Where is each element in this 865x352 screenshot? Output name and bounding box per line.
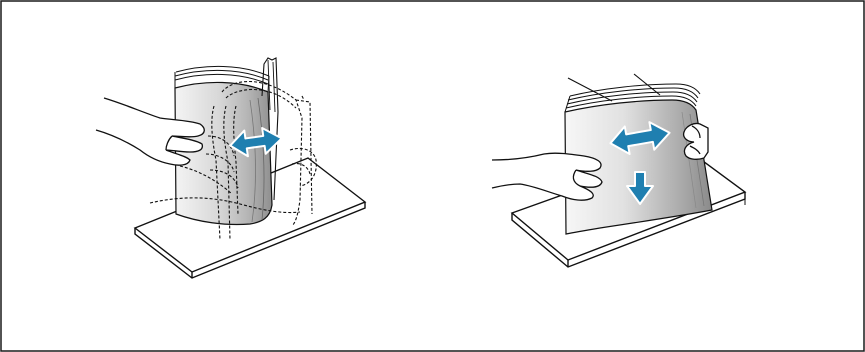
figure-frame (0, 0, 865, 352)
figure-border (1, 1, 864, 351)
paper-handling-diagram (0, 0, 865, 352)
